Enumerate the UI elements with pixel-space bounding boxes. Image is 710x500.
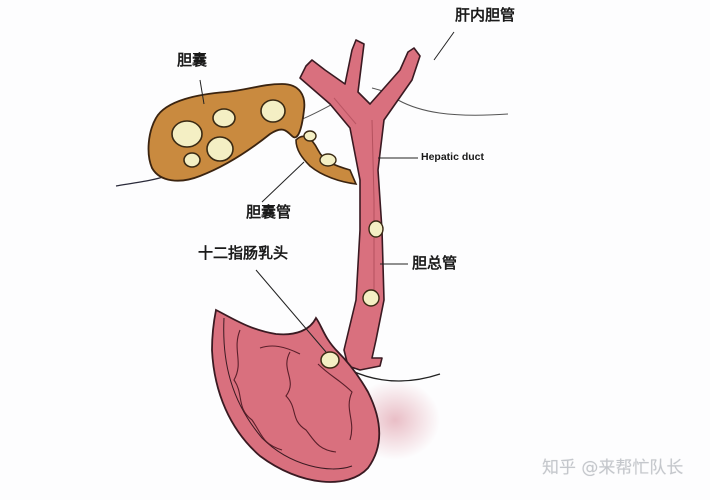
watermark: 知乎 @来帮忙队长: [542, 458, 684, 478]
common-bile-duct-stones: [362, 220, 384, 307]
duodenum-inner-wall: [223, 317, 353, 470]
bile-duct-tree: [299, 39, 421, 371]
label-hepatic-duct: Hepatic duct: [421, 151, 485, 163]
mucosal-folds: [233, 329, 353, 453]
label-duodenal-papilla: 十二指肠乳头: [198, 244, 289, 262]
pancreas-edge: [349, 369, 441, 382]
cystic-duct-stones: [303, 130, 337, 167]
label-gallbladder: 胆囊: [177, 51, 208, 69]
papilla-stone: [320, 351, 340, 369]
leader-lines: [199, 31, 455, 353]
liver-edge-right: [371, 87, 509, 116]
leader-gallbladder: [199, 79, 205, 105]
liver-edge-left: [115, 175, 167, 187]
leader-cystic-duct: [261, 161, 305, 203]
label-cystic-duct: 胆囊管: [246, 203, 292, 221]
label-intrahepatic-ducts: 肝内胆管: [455, 6, 516, 24]
gallbladder-stones: [171, 99, 286, 168]
leader-intrahepatic: [433, 31, 455, 61]
label-common-bile-duct: 胆总管: [412, 254, 458, 272]
duodenum: [211, 308, 381, 483]
leader-papilla: [255, 269, 327, 353]
